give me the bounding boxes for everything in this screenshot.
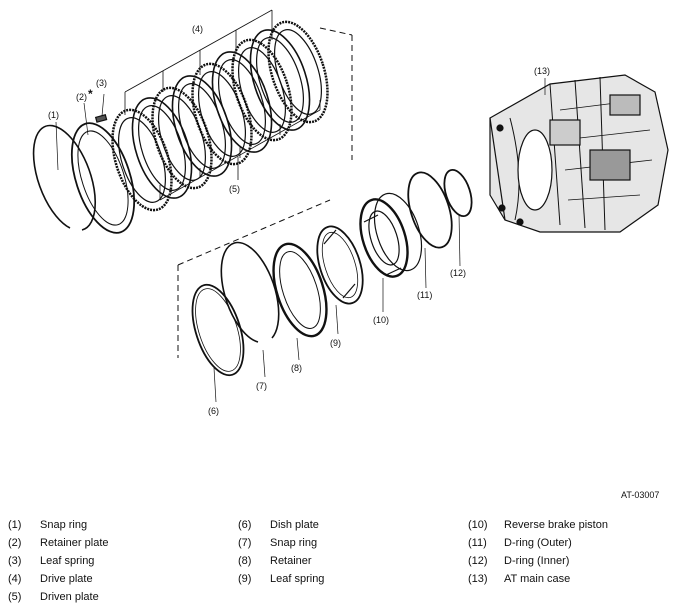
d-ring-outer-11: [407, 171, 453, 249]
legend-number: (7): [238, 537, 252, 549]
leaf-spring-9: [316, 225, 364, 305]
legend-item: (12) D-ring (Inner): [468, 552, 569, 570]
callout-12: (12): [450, 268, 466, 278]
callout-8: (8): [291, 363, 302, 373]
legend-label: Retainer plate: [40, 537, 109, 549]
asterisk-marker: *: [88, 87, 93, 101]
figure-code: AT-03007: [621, 490, 660, 500]
clutch-plate-stack: [111, 20, 329, 212]
bracket-5: [159, 100, 321, 201]
legend-item: (6) Dish plate: [238, 516, 319, 534]
callout-7: (7): [256, 381, 267, 391]
legend-item: (5) Driven plate: [8, 588, 99, 606]
legend-label: Dish plate: [270, 519, 319, 531]
callout-11: (11): [417, 290, 432, 300]
d-ring-inner-12: [443, 168, 473, 218]
legend-number: (5): [8, 591, 22, 603]
at-main-case-13: [489, 74, 669, 233]
callout-3: (3): [96, 78, 107, 88]
legend-label: Snap ring: [40, 519, 88, 531]
legend-item: (13) AT main case: [468, 570, 570, 588]
legend-label: Driven plate: [40, 591, 99, 603]
legend-item: (11) D-ring (Outer): [468, 534, 572, 552]
legend-label: Drive plate: [40, 573, 93, 585]
legend-number: (10): [468, 519, 488, 531]
legend-item: (7) Snap ring: [238, 534, 317, 552]
legend-number: (8): [238, 555, 252, 567]
legend-label: Snap ring: [270, 537, 318, 549]
callout-10: (10): [373, 315, 389, 325]
legend-item: (4) Drive plate: [8, 570, 93, 588]
legend-item: (3) Leaf spring: [8, 552, 94, 570]
leaf-spring-3: [94, 114, 108, 123]
legend-column-3: (10) Reverse brake piston (11) D-ring (O…: [468, 516, 608, 588]
legend-number: (2): [8, 537, 22, 549]
legend-item: (1) Snap ring: [8, 516, 87, 534]
legend-item: (2) Retainer plate: [8, 534, 109, 552]
legend-number: (6): [238, 519, 252, 531]
callout-2: (2): [76, 92, 87, 102]
exploded-view-diagram: (1) (2) * (3) (4) (5) (6) (7) (8) (9) (1…: [32, 9, 669, 416]
callout-1: (1): [48, 110, 59, 120]
legend-item: (9) Leaf spring: [238, 570, 324, 588]
callout-6: (6): [208, 406, 219, 416]
legend-item: (8) Retainer: [238, 552, 312, 570]
reverse-brake-piston-10: [359, 192, 423, 278]
retainer-8: [272, 242, 328, 338]
legend-label: Reverse brake piston: [504, 519, 608, 531]
legend-label: D-ring (Inner): [504, 555, 570, 567]
bracket-4: [124, 9, 273, 115]
legend-label: D-ring (Outer): [504, 537, 572, 549]
callout-9: (9): [330, 338, 341, 348]
legend-label: AT main case: [504, 573, 571, 585]
callout-5: (5): [229, 184, 240, 194]
legend-number: (3): [8, 555, 22, 567]
legend-item: (10) Reverse brake piston: [468, 516, 608, 534]
legend-number: (13): [468, 573, 488, 585]
legend-number: (9): [238, 573, 252, 585]
callout-13: (13): [534, 66, 550, 76]
callout-4: (4): [192, 24, 203, 34]
snap-ring-7: [220, 241, 280, 343]
dashed-outline: [177, 27, 353, 358]
snap-ring-1: [32, 124, 97, 231]
dish-plate-6: [191, 283, 245, 377]
legend-number: (11): [468, 537, 487, 549]
legend-label: Leaf spring: [40, 555, 95, 567]
legend-number: (4): [8, 573, 22, 585]
legend-column-2: (6) Dish plate (7) Snap ring (8) Retaine…: [238, 516, 324, 588]
legend-label: Leaf spring: [270, 573, 325, 585]
legend-label: Retainer: [270, 555, 312, 567]
legend-number: (12): [468, 555, 488, 567]
legend-number: (1): [8, 519, 22, 531]
leader-lines: [55, 78, 546, 403]
legend-column-1: (1) Snap ring (2) Retainer plate (3) Lea…: [8, 516, 109, 606]
